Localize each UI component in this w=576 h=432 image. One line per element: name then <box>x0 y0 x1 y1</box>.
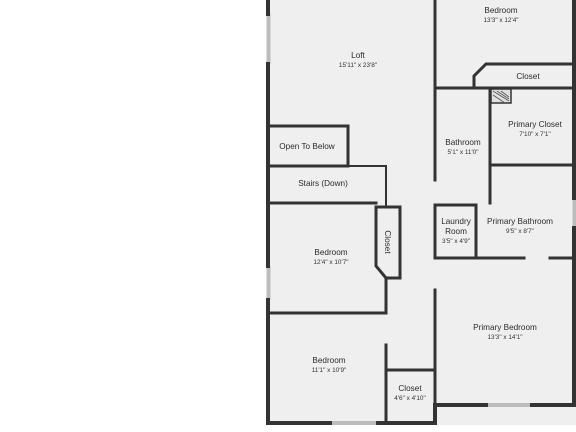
dims-bathroom: 5'1" x 11'0" <box>447 149 478 156</box>
label-bedroom-mid: Bedroom <box>314 248 347 257</box>
dims-laundry: 3'5" x 4'9" <box>442 238 470 245</box>
wall-top-closet <box>472 62 576 90</box>
window-bedroom-bottom-south <box>330 421 378 425</box>
label-laundry-line1: Laundry <box>441 217 471 226</box>
dims-closet-bottom: 4'6" x 4'10" <box>394 395 426 402</box>
label-bedroom-bottom: Bedroom <box>312 356 345 365</box>
label-loft: Loft <box>351 51 365 60</box>
window-primary-bedroom-south <box>486 403 532 407</box>
floor-area <box>268 0 576 425</box>
dims-bedroom-mid: 12'4" x 10'7" <box>313 259 348 266</box>
label-open-to-below: Open To Below <box>279 142 334 151</box>
vent-box <box>490 88 512 104</box>
label-bathroom: Bathroom <box>445 138 481 147</box>
label-bedroom-top: Bedroom <box>484 6 517 15</box>
dims-primary-closet: 7'10" x 7'1" <box>519 131 551 138</box>
walls <box>266 0 576 425</box>
label-laundry-line2: Room <box>445 227 467 236</box>
room-labels: Bedroom 13'3" x 12'4" Closet Loft 15'11"… <box>279 6 562 402</box>
dims-loft: 15'11" x 23'8" <box>339 62 377 69</box>
dims-bedroom-top: 13'3" x 12'4" <box>483 17 518 24</box>
label-primary-bathroom: Primary Bathroom <box>487 217 553 226</box>
wall-closet-vertical <box>374 205 402 280</box>
label-primary-closet: Primary Closet <box>508 120 562 129</box>
wall-stairs-north <box>267 165 387 206</box>
windows <box>266 14 576 425</box>
window-loft-west <box>266 14 271 64</box>
label-closet-bottom: Closet <box>398 384 422 393</box>
dims-bedroom-bottom: 11'1" x 10'9" <box>312 367 347 374</box>
label-stairs: Stairs (Down) <box>298 179 348 188</box>
window-primary-bath-east <box>572 198 576 228</box>
label-closet-top: Closet <box>516 72 540 81</box>
dims-primary-bedroom: 13'3" x 14'1" <box>487 334 522 341</box>
dims-primary-bathroom: 9'5" x 8'7" <box>506 228 534 235</box>
label-primary-bedroom: Primary Bedroom <box>473 323 537 332</box>
label-closet-vertical: Closet <box>383 230 392 254</box>
window-bedroom-mid-west <box>266 266 271 300</box>
